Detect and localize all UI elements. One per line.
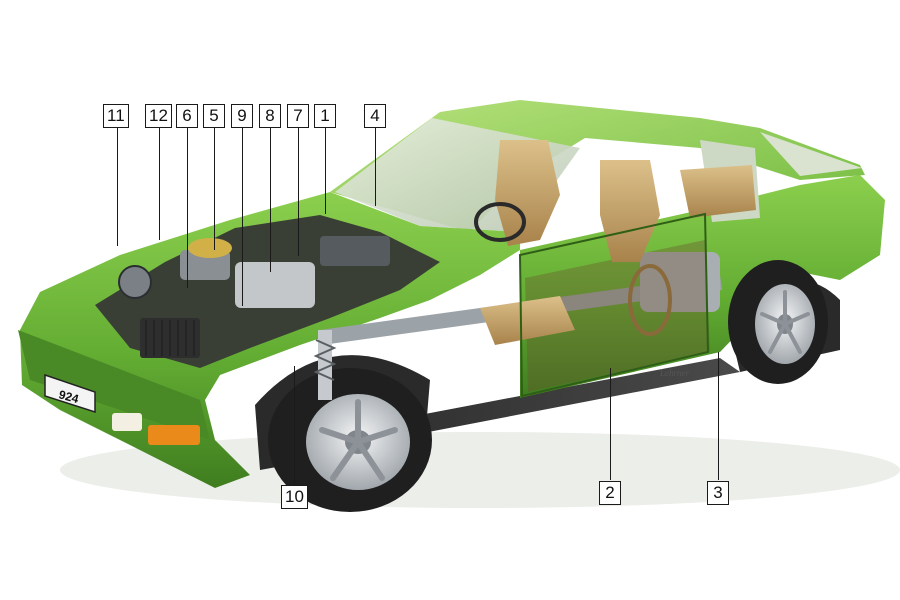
callout-10: 10 <box>281 485 308 509</box>
callout-line-10 <box>294 366 295 486</box>
callout-7: 7 <box>287 104 309 128</box>
rear-wheel <box>728 260 828 384</box>
callout-line-2 <box>610 368 611 480</box>
callout-line-1 <box>325 128 326 214</box>
callout-line-12 <box>159 128 160 240</box>
callout-line-3 <box>718 352 719 480</box>
front-spring <box>313 339 337 381</box>
callout-2: 2 <box>599 481 621 505</box>
passenger-cutaway-wheel <box>628 264 672 336</box>
callout-line-11 <box>117 128 118 246</box>
callout-12: 12 <box>145 104 172 128</box>
callout-4: 4 <box>364 104 386 128</box>
callout-line-7 <box>298 128 299 256</box>
callout-8: 8 <box>259 104 281 128</box>
callout-3: 3 <box>707 481 729 505</box>
callout-9: 9 <box>231 104 253 128</box>
fog-lamp <box>112 413 142 431</box>
door-outline <box>518 212 710 398</box>
transaxle <box>640 252 720 312</box>
license-plate: 924 <box>44 373 96 414</box>
callout-11: 11 <box>103 104 129 128</box>
engine-block <box>235 262 315 308</box>
callout-line-5 <box>214 128 215 250</box>
firewall-equipment <box>320 236 390 266</box>
callout-line-4 <box>375 128 376 206</box>
plate-text: 924 <box>57 387 80 406</box>
callout-line-6 <box>187 128 188 288</box>
driver-seat-back <box>495 140 560 246</box>
passenger-seat-back <box>600 160 660 262</box>
front-bumper <box>18 330 210 440</box>
callout-1: 1 <box>314 104 336 128</box>
callout-line-8 <box>270 128 271 272</box>
rear-hatch-glass <box>760 132 862 176</box>
intake-manifold <box>180 250 230 280</box>
air-filter <box>118 265 152 299</box>
front-wheel <box>268 368 432 512</box>
rear-seat <box>680 165 756 218</box>
radiator-fins <box>145 320 195 356</box>
front-indicator <box>148 425 200 445</box>
reservoir-cap <box>188 238 232 258</box>
front-strut <box>318 330 332 400</box>
callout-line-9 <box>242 128 243 306</box>
steering-wheel <box>474 202 526 242</box>
callout-5: 5 <box>203 104 225 128</box>
rocker-sill <box>330 358 740 448</box>
callout-6: 6 <box>176 104 198 128</box>
artist-signature: Lehrner <box>659 368 689 378</box>
passenger-seat-cushion <box>480 296 575 345</box>
